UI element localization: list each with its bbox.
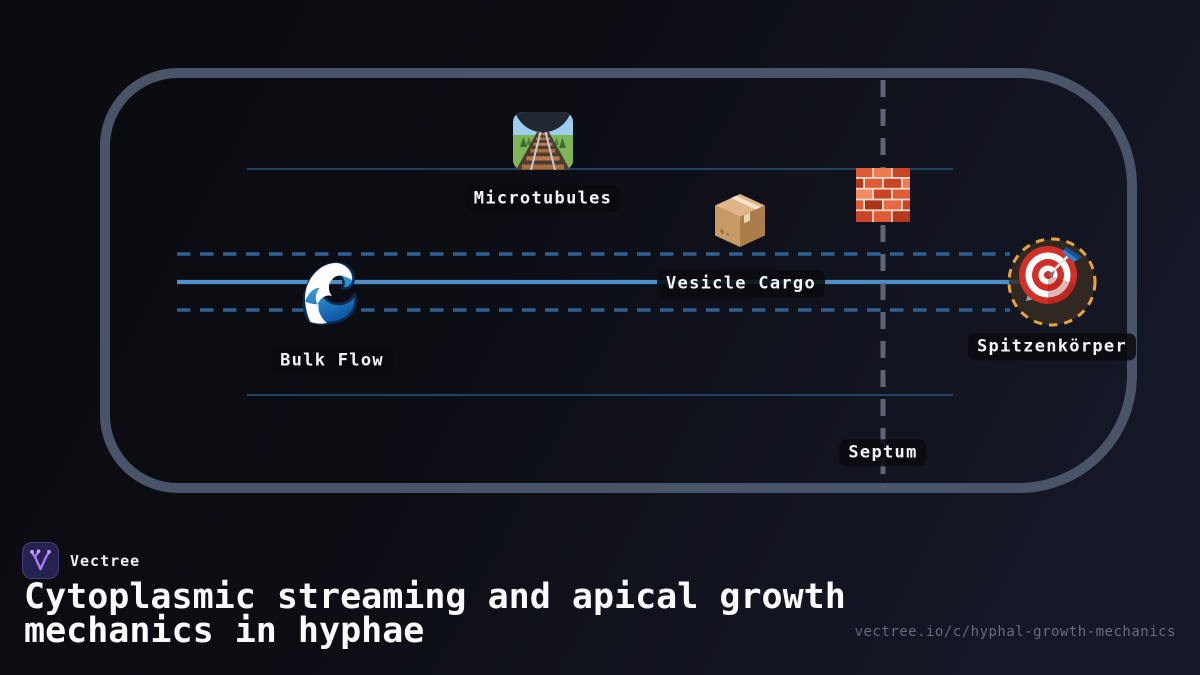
page-title: Cytoplasmic streaming and apical growth … <box>24 577 846 651</box>
brand-name: Vectree <box>70 551 141 570</box>
label-septum: Septum <box>839 439 927 467</box>
label-vesicle-cargo: Vesicle Cargo <box>657 270 825 298</box>
label-spitzenkorper: Spitzenkörper <box>968 333 1136 361</box>
hypha-cell-outline <box>100 68 1137 493</box>
label-microtubules: Microtubules <box>464 185 622 213</box>
footer-url: vectree.io/c/hyphal-growth-mechanics <box>854 624 1176 640</box>
water-wave-icon <box>299 259 365 325</box>
brick-icon <box>856 168 910 222</box>
label-bulk-flow: Bulk Flow <box>271 347 393 375</box>
railway-track-icon <box>513 112 573 170</box>
vectree-logo-icon <box>22 542 59 579</box>
brand-row: Vectree <box>22 542 140 579</box>
dart-target-icon <box>1012 241 1088 317</box>
package-icon <box>710 189 770 249</box>
